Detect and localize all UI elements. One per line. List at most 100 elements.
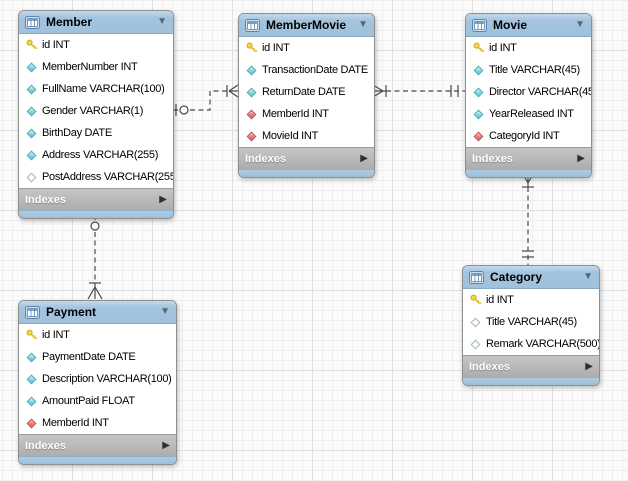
primary-key-icon xyxy=(469,294,482,307)
primary-key-icon xyxy=(25,39,38,52)
column-row[interactable]: AmountPaid FLOAT xyxy=(19,390,176,412)
relationship-member-membermovie[interactable] xyxy=(173,84,239,116)
relationship-movie-category[interactable] xyxy=(521,172,535,265)
primary-key-icon xyxy=(472,42,485,55)
indexes-bar[interactable]: Indexes ▶ xyxy=(463,355,599,377)
table-bottom-strip xyxy=(466,169,591,177)
column-row[interactable]: Title VARCHAR(45) xyxy=(463,311,599,333)
column-notnull-icon xyxy=(25,351,38,364)
indexes-bar[interactable]: Indexes ▶ xyxy=(239,147,374,169)
table-icon xyxy=(25,305,40,319)
indexes-label: Indexes xyxy=(245,152,286,165)
column-row[interactable]: id INT xyxy=(19,34,173,56)
column-row[interactable]: MemberId INT xyxy=(19,412,176,434)
table-name: MemberMovie xyxy=(266,18,347,32)
table-movie[interactable]: Movie ▼ id INT Title VARCHAR(45) Director … xyxy=(465,13,592,178)
column-row[interactable]: CategoryId INT xyxy=(466,125,591,147)
column-label: id INT xyxy=(489,42,517,54)
expand-arrow-icon: ▶ xyxy=(585,360,593,372)
table-name: Movie xyxy=(493,18,528,32)
column-label: ReturnDate DATE xyxy=(262,86,346,98)
collapse-arrow-icon[interactable]: ▼ xyxy=(160,306,170,317)
column-row[interactable]: Address VARCHAR(255) xyxy=(19,144,173,166)
column-row[interactable]: PostAddress VARCHAR(255) xyxy=(19,166,173,188)
column-row[interactable]: Description VARCHAR(100) xyxy=(19,368,176,390)
column-label: id INT xyxy=(262,42,290,54)
table-icon xyxy=(25,15,40,29)
column-row[interactable]: BirthDay DATE xyxy=(19,122,173,144)
column-row[interactable]: Gender VARCHAR(1) xyxy=(19,100,173,122)
column-label: TransactionDate DATE xyxy=(262,64,368,76)
foreign-key-icon xyxy=(245,108,258,121)
relationship-membermovie-movie[interactable] xyxy=(372,84,465,98)
indexes-label: Indexes xyxy=(25,439,66,452)
table-category[interactable]: Category ▼ id INT Title VARCHAR(45) Remark… xyxy=(462,265,600,386)
column-row[interactable]: id INT xyxy=(463,289,599,311)
column-label: CategoryId INT xyxy=(489,130,560,142)
table-header[interactable]: MemberMovie ▼ xyxy=(239,14,374,37)
column-notnull-icon xyxy=(472,108,485,121)
column-label: PostAddress VARCHAR(255) xyxy=(42,171,174,183)
collapse-arrow-icon[interactable]: ▼ xyxy=(358,19,368,30)
column-row[interactable]: id INT xyxy=(466,37,591,59)
column-row[interactable]: FullName VARCHAR(100) xyxy=(19,78,173,100)
indexes-bar[interactable]: Indexes ▶ xyxy=(19,434,176,456)
table-header[interactable]: Member ▼ xyxy=(19,11,173,34)
primary-key-icon xyxy=(245,42,258,55)
column-row[interactable]: id INT xyxy=(19,324,176,346)
column-row[interactable]: id INT xyxy=(239,37,374,59)
column-notnull-icon xyxy=(472,86,485,99)
collapse-arrow-icon[interactable]: ▼ xyxy=(157,16,167,27)
foreign-key-icon xyxy=(472,130,485,143)
indexes-bar[interactable]: Indexes ▶ xyxy=(19,188,173,210)
cardinality-circle-icon xyxy=(90,221,100,231)
table-icon xyxy=(472,18,487,32)
table-member[interactable]: Member ▼ id INT MemberNumber INT FullName … xyxy=(18,10,174,219)
table-payment[interactable]: Payment ▼ id INT PaymentDate DATE Descript… xyxy=(18,300,177,465)
relationship-member-payment[interactable] xyxy=(87,215,103,300)
column-row[interactable]: Remark VARCHAR(500) xyxy=(463,333,599,355)
primary-key-icon xyxy=(25,329,38,342)
table-name: Category xyxy=(490,270,543,284)
column-row[interactable]: Director VARCHAR(45) xyxy=(466,81,591,103)
column-row[interactable]: MemberNumber INT xyxy=(19,56,173,78)
column-notnull-icon xyxy=(25,127,38,140)
column-label: MemberNumber INT xyxy=(42,61,138,73)
table-name: Member xyxy=(46,15,93,29)
column-row[interactable]: MovieId INT xyxy=(239,125,374,147)
column-label: id INT xyxy=(486,294,514,306)
column-row[interactable]: YearReleased INT xyxy=(466,103,591,125)
table-header[interactable]: Payment ▼ xyxy=(19,301,176,324)
column-notnull-icon xyxy=(245,86,258,99)
expand-arrow-icon: ▶ xyxy=(162,439,170,451)
column-row[interactable]: Title VARCHAR(45) xyxy=(466,59,591,81)
column-label: MemberId INT xyxy=(262,108,329,120)
table-header[interactable]: Movie ▼ xyxy=(466,14,591,37)
indexes-label: Indexes xyxy=(472,152,513,165)
column-row[interactable]: ReturnDate DATE xyxy=(239,81,374,103)
indexes-bar[interactable]: Indexes ▶ xyxy=(466,147,591,169)
column-label: Description VARCHAR(100) xyxy=(42,373,172,385)
collapse-arrow-icon[interactable]: ▼ xyxy=(575,19,585,30)
column-label: Remark VARCHAR(500) xyxy=(486,338,600,350)
column-row[interactable]: PaymentDate DATE xyxy=(19,346,176,368)
column-row[interactable]: TransactionDate DATE xyxy=(239,59,374,81)
table-header[interactable]: Category ▼ xyxy=(463,266,599,289)
column-nullable-icon xyxy=(469,338,482,351)
column-label: FullName VARCHAR(100) xyxy=(42,83,165,95)
column-row[interactable]: MemberId INT xyxy=(239,103,374,125)
column-notnull-icon xyxy=(472,64,485,77)
cardinality-mark xyxy=(228,84,239,92)
table-name: Payment xyxy=(46,305,97,319)
column-label: id INT xyxy=(42,329,70,341)
foreign-key-icon xyxy=(245,130,258,143)
column-notnull-icon xyxy=(25,105,38,118)
collapse-arrow-icon[interactable]: ▼ xyxy=(583,271,593,282)
table-membermovie[interactable]: MemberMovie ▼ id INT TransactionDate DATE… xyxy=(238,13,375,178)
foreign-key-icon xyxy=(25,417,38,430)
column-label: Title VARCHAR(45) xyxy=(489,64,580,76)
table-bottom-strip xyxy=(463,377,599,385)
column-label: Gender VARCHAR(1) xyxy=(42,105,144,117)
column-label: PaymentDate DATE xyxy=(42,351,136,363)
